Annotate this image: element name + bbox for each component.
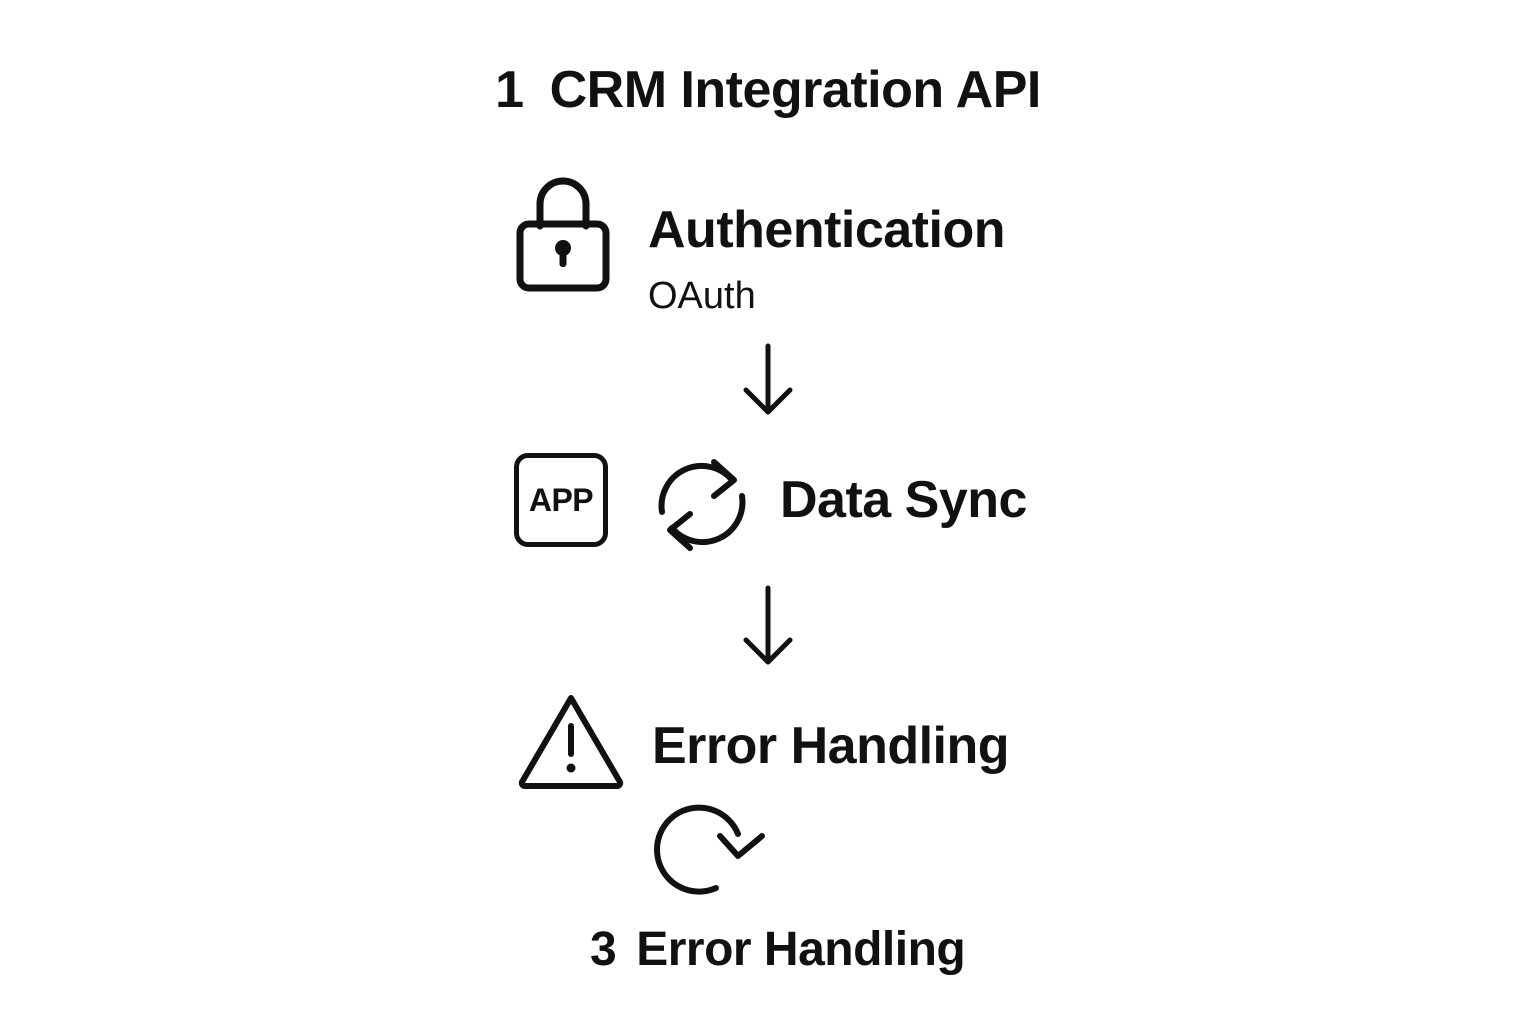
sync-icon (658, 459, 746, 551)
down-arrow-icon (743, 343, 793, 415)
lock-icon (516, 177, 610, 292)
warning-icon (518, 695, 624, 789)
footer-label: 3 Error Handling (590, 918, 966, 982)
step-authentication-subtitle: OAuth (648, 275, 756, 317)
title-number: 1 (495, 61, 524, 119)
down-arrow-icon (743, 585, 793, 665)
app-icon-label: APP (528, 481, 594, 518)
step-data-sync-title: Data Sync (780, 471, 1027, 529)
step-error-handling-title: Error Handling (652, 717, 1010, 775)
diagram-title: 1 CRM Integration API (0, 56, 1536, 124)
footer-number: 3 (590, 923, 617, 976)
refresh-icon (654, 804, 765, 895)
step-authentication-title: Authentication (648, 201, 1005, 259)
title-text: CRM Integration API (549, 61, 1042, 119)
app-icon: APP (514, 453, 608, 547)
footer-text: Error Handling (636, 923, 966, 976)
